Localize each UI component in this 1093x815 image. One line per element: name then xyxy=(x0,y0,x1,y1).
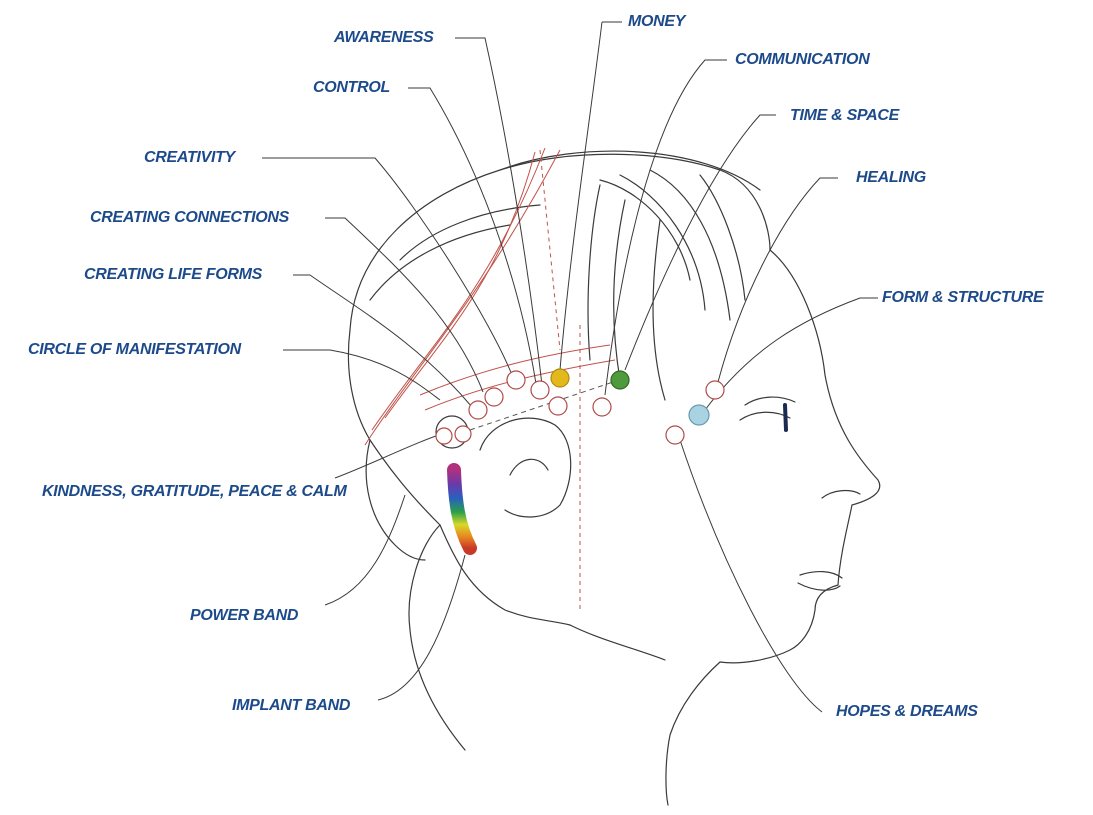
label-hopes-dreams: HOPES & DREAMS xyxy=(836,703,978,720)
point-form-structure xyxy=(688,404,710,426)
label-healing: HEALING xyxy=(856,169,926,186)
point-communication xyxy=(610,370,630,390)
point-hopes xyxy=(665,425,685,445)
leader-lines xyxy=(262,21,878,713)
label-control: CONTROL xyxy=(313,79,391,96)
label-creating-connections: CREATING CONNECTIONS xyxy=(90,209,290,226)
point-awareness xyxy=(530,380,550,400)
point-creating-connections xyxy=(468,400,488,420)
label-circle-of-manifestation: CIRCLE OF MANIFESTATION xyxy=(28,341,241,358)
point-upper-right xyxy=(705,380,725,400)
label-awareness: AWARENESS xyxy=(334,29,434,46)
point-healing xyxy=(592,397,612,417)
label-implant-band: IMPLANT BAND xyxy=(232,697,351,714)
label-form-structure: FORM & STRUCTURE xyxy=(882,289,1044,306)
label-kindness: KINDNESS, GRATITUDE, PEACE & CALM xyxy=(42,483,347,500)
rainbow-band-icon xyxy=(447,463,477,555)
meridian-lines xyxy=(364,147,626,610)
label-communication: COMMUNICATION xyxy=(735,51,870,68)
point-money xyxy=(550,368,570,388)
label-creating-life-forms: CREATING LIFE FORMS xyxy=(84,266,262,283)
label-power-band: POWER BAND xyxy=(190,607,299,624)
point-creativity xyxy=(484,387,504,407)
label-creativity: CREATIVITY xyxy=(144,149,235,166)
point-control xyxy=(506,370,526,390)
label-time-space: TIME & SPACE xyxy=(790,107,900,124)
point-kindness-1 xyxy=(435,427,453,445)
point-kindness-2 xyxy=(454,425,472,443)
point-time-space xyxy=(548,396,568,416)
head-profile-outline-icon xyxy=(347,150,881,806)
energy-points xyxy=(435,368,725,449)
label-money: MONEY xyxy=(628,13,686,30)
